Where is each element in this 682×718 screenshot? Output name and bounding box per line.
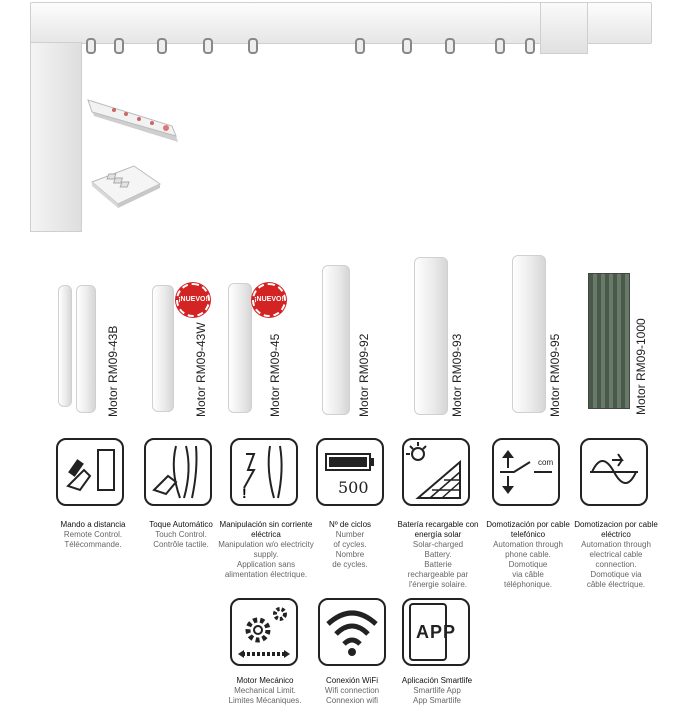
motor-label: Motor RM09-95 [548,333,562,417]
hook [203,38,213,54]
motor-label: Motor RM09-43W [194,322,208,417]
cycles-number: 500 [338,478,369,497]
gear-icon [230,598,298,666]
motor-rm09-43b-image [76,285,96,413]
motors-row: Motor RM09-43B ¡NUEVO! Motor RM09-43W ¡N… [0,245,682,420]
new-badge: ¡NUEVO! [176,283,210,317]
hook [355,38,365,54]
wifi-icon [318,598,386,666]
app-label: APP [416,622,457,642]
rail-end-cap [540,2,588,54]
hook [445,38,455,54]
solar-panel-icon [402,438,470,506]
no-power-icon: ! [230,438,298,506]
app-icon: APP [402,598,470,666]
remote-control-image [87,99,178,142]
motor-rm09-43b-image [58,285,72,407]
wall-switch-image [91,165,161,208]
rail-motor-housing [30,42,82,232]
hook [248,38,258,54]
hook [157,38,167,54]
com-label: com [538,458,554,467]
motor-label: Motor RM09-43B [106,325,120,417]
svg-text:!: ! [242,485,247,501]
motor-rm09-93-image [414,257,448,415]
motor-rm09-95-image [512,255,546,413]
motor-rm09-92-image [322,265,350,415]
electric-cable-icon [580,438,648,506]
motor-rm09-43w-image [152,285,174,412]
motor-label: Motor RM09-92 [357,333,371,417]
motor-label: Motor RM09-93 [450,333,464,417]
motor-rm09-45-image [228,283,252,413]
phone-cable-icon: com [492,438,560,506]
curtain-rail-image [0,0,682,235]
hook [495,38,505,54]
motor-label: Motor RM09-1000 [634,318,648,415]
hook [114,38,124,54]
cycles-icon: 500 [316,438,384,506]
hook [525,38,535,54]
hook [402,38,412,54]
hook [86,38,96,54]
remote-control-icon [56,438,124,506]
touch-control-icon [144,438,212,506]
motor-label: Motor RM09-45 [268,333,282,417]
motor-rm09-1000-image [588,273,630,409]
new-badge: ¡NUEVO! [252,283,286,317]
